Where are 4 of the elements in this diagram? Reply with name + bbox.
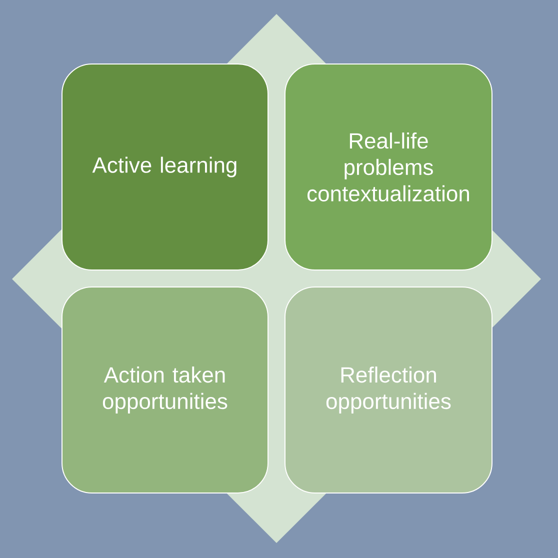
rounded-box: Active learning — [62, 64, 268, 270]
rounded-box: Real-life problems contextualization — [284, 64, 492, 270]
rounded-box: Reflection opportunities — [284, 286, 492, 494]
rounded-box: Action taken opportunities — [62, 286, 268, 494]
